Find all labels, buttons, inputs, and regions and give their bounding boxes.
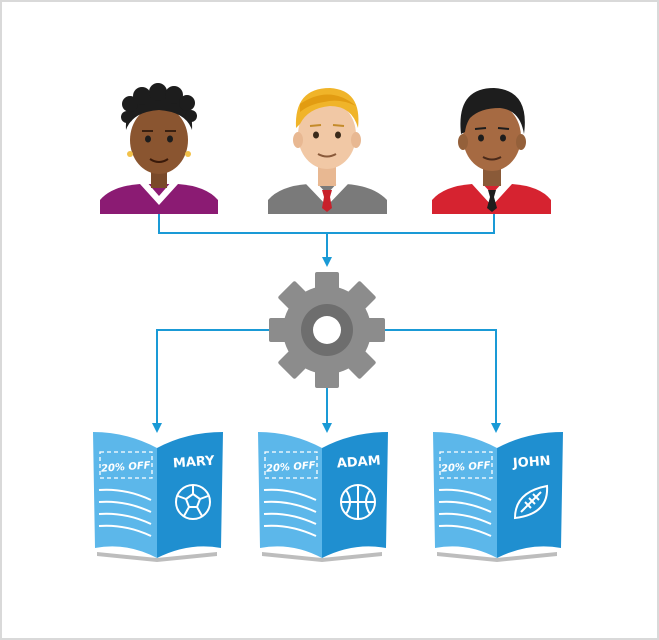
person-avatar-icon: [100, 83, 218, 214]
arrow-to-brochure-john: [384, 329, 501, 433]
brochure-right-page: [322, 432, 388, 558]
brochure-mary: 20% OFF MARY: [93, 432, 223, 562]
coupon-label: 20% OFF: [266, 460, 316, 474]
soccer-ball-icon: [175, 484, 211, 520]
coupon-label: 20% OFF: [441, 460, 491, 474]
connector-people-merge: [158, 214, 495, 234]
text-lines: [438, 488, 492, 537]
person-avatar-icon: [268, 88, 387, 214]
basketball-icon: [340, 484, 376, 520]
brochure-name: MARY: [172, 454, 215, 472]
coupon-box: [99, 451, 153, 479]
text-lines: [98, 488, 152, 537]
brochure-right-page: [497, 432, 563, 558]
arrow-to-brochure-mary: [152, 329, 272, 433]
coupon-box: [264, 451, 318, 479]
brochure-name: ADAM: [336, 453, 381, 471]
brochure-john: 20% OFF JOHN: [433, 432, 563, 562]
text-lines: [263, 488, 317, 537]
person-dark-hair-man: [432, 88, 551, 214]
person-blond-man: [268, 88, 387, 214]
coupon-box: [439, 451, 493, 479]
person-woman: [100, 83, 218, 214]
football-icon: [513, 484, 549, 520]
brochure-left-page: [93, 432, 157, 558]
person-avatar-icon: [432, 88, 551, 214]
brochure-adam: 20% OFF ADAM: [258, 432, 388, 562]
brochure-left-page: [258, 432, 322, 558]
brochure-name: JOHN: [511, 454, 551, 472]
brochure-left-page: [433, 432, 497, 558]
flow-lines: [152, 214, 501, 433]
coupon-label: 20% OFF: [101, 460, 151, 474]
gear-icon: [269, 272, 385, 388]
